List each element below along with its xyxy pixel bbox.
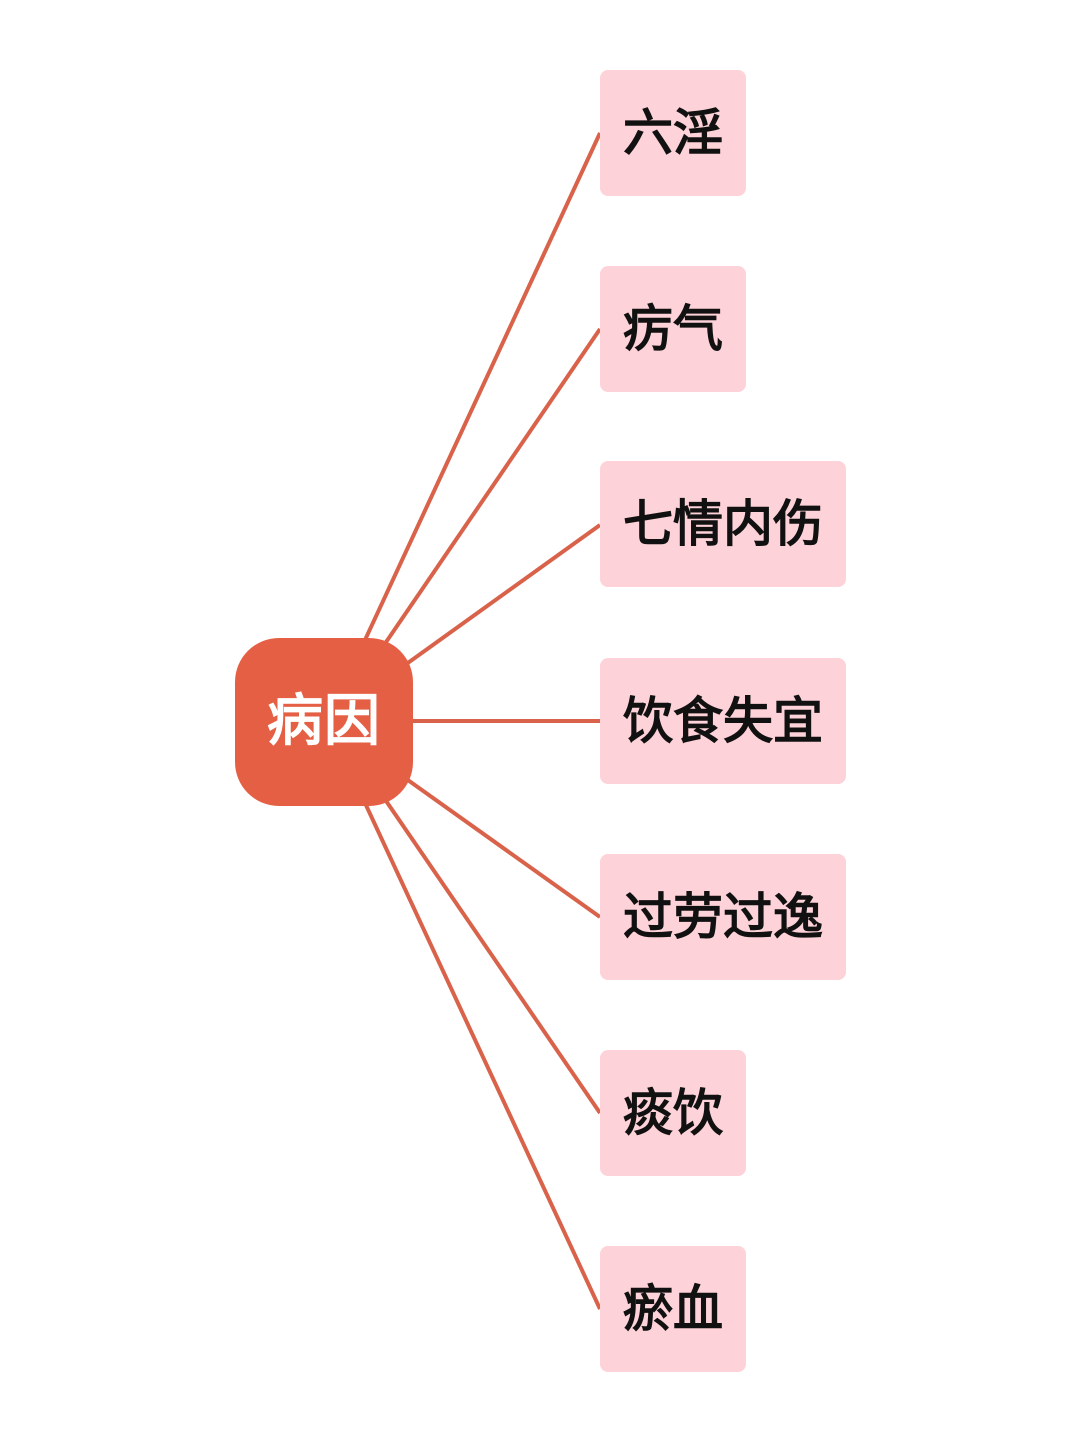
connector-guolao	[403, 776, 602, 919]
connector-liqi	[380, 327, 602, 650]
child-node-tanyin[interactable]: 痰饮	[600, 1050, 746, 1176]
child-node-yinshi-shiyi[interactable]: 饮食失宜	[600, 658, 846, 784]
root-label: 病因	[267, 689, 381, 754]
connector-liuyin	[363, 132, 602, 641]
connector-qiqing	[403, 523, 602, 667]
connector-tanyin	[380, 793, 602, 1115]
child-label: 痰饮	[623, 1084, 723, 1142]
child-node-liuyin[interactable]: 六淫	[600, 70, 746, 196]
child-label: 疠气	[623, 300, 723, 358]
child-node-yuxue[interactable]: 瘀血	[600, 1246, 746, 1372]
child-label: 过劳过逸	[623, 888, 823, 946]
child-node-guolao-guoyi[interactable]: 过劳过逸	[600, 854, 846, 980]
child-label: 瘀血	[623, 1280, 723, 1338]
child-label: 饮食失宜	[623, 692, 823, 750]
child-label: 六淫	[623, 104, 723, 162]
connector-yuxue	[363, 802, 602, 1310]
child-node-liqi[interactable]: 疠气	[600, 266, 746, 392]
child-node-qiqing-neishang[interactable]: 七情内伤	[600, 461, 846, 587]
child-label: 七情内伤	[623, 495, 823, 553]
root-node[interactable]: 病因	[235, 638, 413, 806]
